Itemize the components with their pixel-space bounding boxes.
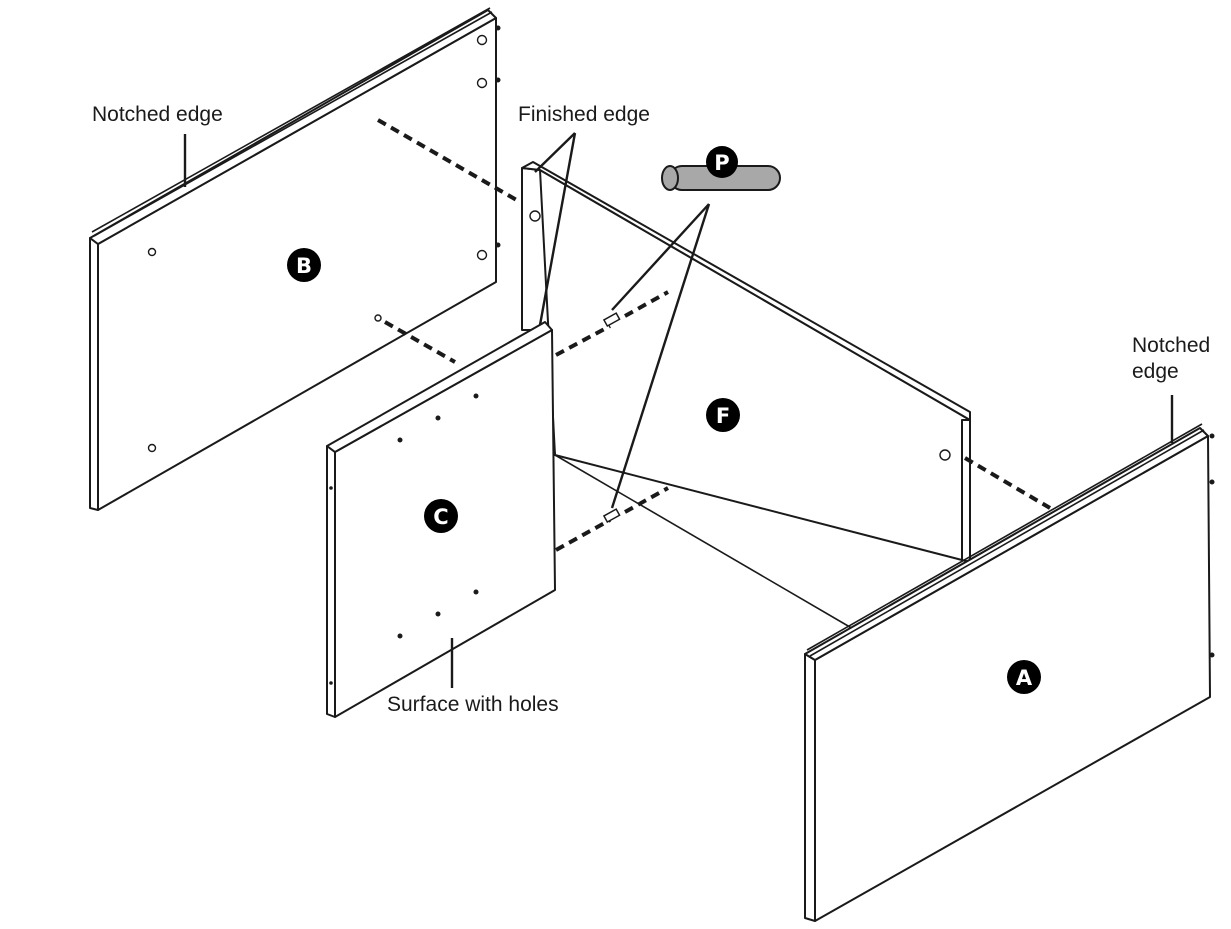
panel-f bbox=[521, 161, 971, 631]
dowel-p bbox=[661, 165, 781, 191]
notched-edge-right-label-line1: Notched bbox=[1132, 334, 1210, 357]
notched-edge-right-label-line2: edge bbox=[1132, 360, 1179, 383]
leader-lines bbox=[183, 132, 1174, 688]
badge-p-letter: P bbox=[714, 151, 729, 175]
surface-with-holes-label: Surface with holes bbox=[387, 693, 559, 716]
badge-f-letter: F bbox=[716, 404, 730, 428]
assembly-dash-lines bbox=[376, 118, 1052, 552]
badge-f: F bbox=[706, 398, 740, 432]
badge-p: P bbox=[706, 146, 738, 178]
badge-a: A bbox=[1007, 660, 1041, 694]
badge-b-letter: B bbox=[296, 254, 312, 278]
badge-c-letter: C bbox=[433, 505, 448, 529]
badge-a-letter: A bbox=[1016, 666, 1033, 690]
callout-labels: Notched edge Finished edge Notched edge … bbox=[92, 103, 1210, 716]
finished-edge-label: Finished edge bbox=[518, 103, 650, 126]
badge-c: C bbox=[424, 499, 458, 533]
notched-edge-left-label: Notched edge bbox=[92, 103, 223, 126]
badge-b: B bbox=[287, 248, 321, 282]
